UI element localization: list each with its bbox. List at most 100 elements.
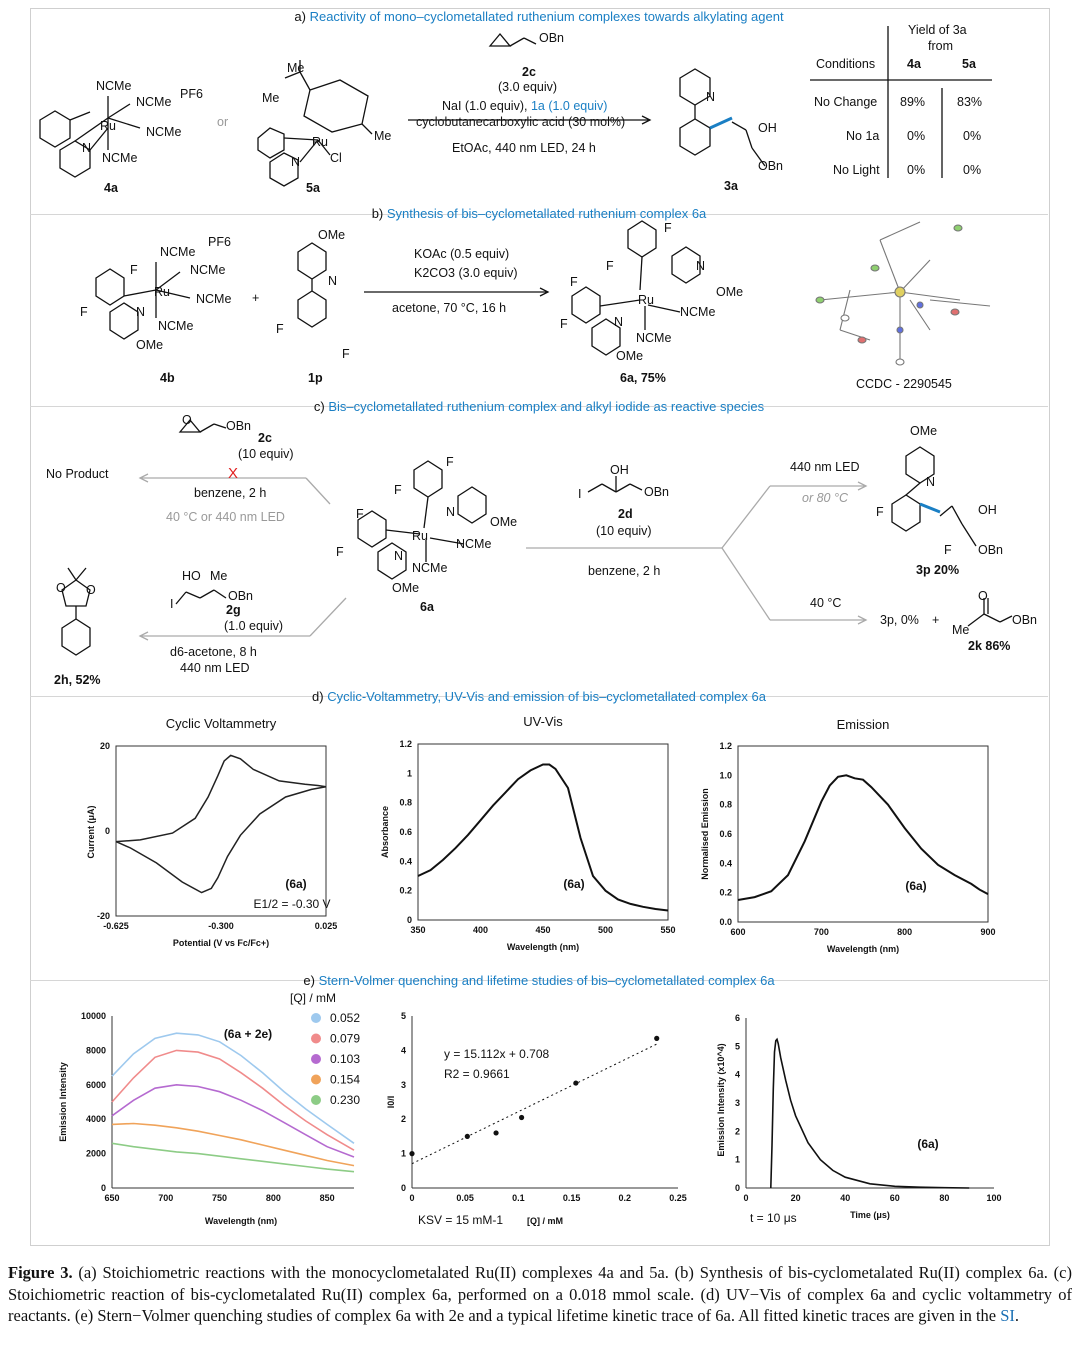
y-tick-label: 0.6 bbox=[399, 827, 412, 837]
svg-text:3p 20%: 3p 20% bbox=[916, 563, 959, 577]
svg-text:NCMe: NCMe bbox=[96, 79, 131, 93]
sv-series-0.052 bbox=[111, 1032, 355, 1144]
svg-text:2c: 2c bbox=[522, 65, 536, 79]
svg-text:5a: 5a bbox=[962, 57, 977, 71]
svg-text:or 80 °C: or 80 °C bbox=[802, 491, 849, 505]
y-tick-label: 0.8 bbox=[399, 798, 412, 808]
y-tick-label: 0 bbox=[105, 826, 110, 836]
y-tick-label: 1 bbox=[401, 1149, 406, 1159]
si-link[interactable]: SI bbox=[1000, 1306, 1015, 1325]
svg-text:Me: Me bbox=[952, 623, 969, 637]
svg-text:F: F bbox=[560, 317, 568, 331]
plot-frame bbox=[417, 743, 669, 921]
svg-text:OH: OH bbox=[610, 463, 629, 477]
panel-c-labels: OBn O 2c (10 equiv) No Product X benzene… bbox=[46, 413, 1037, 687]
em-compound: (6a) bbox=[905, 879, 926, 893]
divider-bc bbox=[30, 406, 1048, 407]
legend-marker bbox=[311, 1074, 321, 1085]
legend-marker bbox=[311, 1095, 321, 1105]
svg-text:40 °C: 40 °C bbox=[810, 596, 841, 610]
x-tick-label: 80 bbox=[939, 1193, 949, 1203]
x-tick-label: 0.05 bbox=[456, 1193, 474, 1203]
svg-text:(3.0 equiv): (3.0 equiv) bbox=[498, 80, 557, 94]
legend-label: 0.103 bbox=[330, 1052, 360, 1066]
legend-label: 0.079 bbox=[330, 1032, 360, 1046]
x-tick-label: 0.25 bbox=[669, 1193, 687, 1203]
svg-text:N: N bbox=[614, 315, 623, 329]
svg-text:Ru: Ru bbox=[154, 285, 170, 299]
svg-text:440 nm LED: 440 nm LED bbox=[180, 661, 249, 675]
svg-text:OBn: OBn bbox=[228, 589, 253, 603]
y-tick-label: 20 bbox=[100, 741, 110, 751]
x-tick-label: 800 bbox=[266, 1193, 281, 1203]
x-tick-label: 0.15 bbox=[563, 1193, 581, 1203]
cv-title: Cyclic Voltammetry bbox=[166, 716, 277, 731]
svg-text:N: N bbox=[696, 259, 705, 273]
svg-text:NCMe: NCMe bbox=[196, 292, 231, 306]
uv-ylabel: Absorbance bbox=[380, 806, 390, 858]
svg-text:NCMe: NCMe bbox=[158, 319, 193, 333]
svg-text:0%: 0% bbox=[907, 163, 925, 177]
svg-text:NCMe: NCMe bbox=[190, 263, 225, 277]
scheme-drawing: NCMe NCMe PF6 Ru NCMe NCMe N 4a or Me Me… bbox=[39, 23, 1037, 1227]
svg-text:(1.0 equiv): (1.0 equiv) bbox=[224, 619, 283, 633]
svg-text:2g: 2g bbox=[226, 603, 241, 617]
data-point bbox=[573, 1080, 579, 1086]
sv-series-0.230 bbox=[111, 1142, 355, 1173]
svg-text:0%: 0% bbox=[963, 129, 981, 143]
y-tick-label: 2 bbox=[401, 1114, 406, 1124]
svg-text:NaI (1.0 equiv), 1a (1.0 equiv: NaI (1.0 equiv), 1a (1.0 equiv) bbox=[442, 99, 607, 113]
x-tick-label: 500 bbox=[598, 925, 613, 935]
divider-de bbox=[30, 980, 1048, 981]
svplot-xlabel: [Q] / mM bbox=[527, 1216, 563, 1226]
y-tick-label: 0.0 bbox=[719, 917, 732, 927]
y-tick-label: 0.4 bbox=[399, 856, 412, 866]
y-tick-label: 2000 bbox=[86, 1149, 106, 1159]
uv-xlabel: Wavelength (nm) bbox=[507, 942, 579, 952]
svg-text:EtOAc, 440 nm LED, 24 h: EtOAc, 440 nm LED, 24 h bbox=[452, 141, 596, 155]
svg-text:(10 equiv): (10 equiv) bbox=[596, 524, 652, 538]
svg-text:N: N bbox=[82, 141, 91, 155]
svg-text:NCMe: NCMe bbox=[636, 331, 671, 345]
svg-text:2c: 2c bbox=[258, 431, 272, 445]
svg-text:F: F bbox=[570, 275, 578, 289]
svg-text:benzene, 2 h: benzene, 2 h bbox=[588, 564, 660, 578]
fit-r2: R2 = 0.9661 bbox=[444, 1067, 510, 1081]
legend-marker bbox=[311, 1013, 321, 1023]
y-tick-label: 1.0 bbox=[719, 770, 732, 780]
svg-text:83%: 83% bbox=[957, 95, 982, 109]
x-tick-label: 100 bbox=[986, 1193, 1001, 1203]
cv-ylabel: Current (μA) bbox=[86, 805, 96, 858]
x-tick-label: 900 bbox=[980, 927, 995, 937]
legend-label: 0.052 bbox=[330, 1011, 360, 1025]
complex-4a bbox=[39, 96, 141, 178]
svg-text:Me: Me bbox=[374, 129, 391, 143]
svg-text:NCMe: NCMe bbox=[680, 305, 715, 319]
svg-text:Me: Me bbox=[210, 569, 227, 583]
x-tick-label: 600 bbox=[730, 927, 745, 937]
section-c-title: c) Bis–cyclometallated ruthenium complex… bbox=[313, 399, 765, 414]
svg-text:OMe: OMe bbox=[716, 285, 743, 299]
y-tick-label: 1 bbox=[735, 1155, 740, 1165]
svg-text:from: from bbox=[928, 39, 953, 53]
lifetime-compound: (6a) bbox=[917, 1137, 938, 1151]
fit-equation: y = 15.112x + 0.708 bbox=[444, 1047, 550, 1061]
svg-text:KOAc (0.5 equiv): KOAc (0.5 equiv) bbox=[414, 247, 509, 261]
complex-5a bbox=[257, 60, 373, 187]
svg-text:1p: 1p bbox=[308, 371, 323, 385]
cv-xlabel: Potential (V vs Fc/Fc+) bbox=[173, 938, 269, 948]
svg-text:OBn: OBn bbox=[978, 543, 1003, 557]
x-tick-label: 0.1 bbox=[512, 1193, 525, 1203]
ksv-value: KSV = 15 mM-1 bbox=[418, 1213, 503, 1227]
svg-text:NCMe: NCMe bbox=[146, 125, 181, 139]
x-tick-label: -0.625 bbox=[103, 921, 129, 931]
svg-text:Me: Me bbox=[262, 91, 279, 105]
y-tick-label: 8000 bbox=[86, 1045, 106, 1055]
svg-text:No Change: No Change bbox=[814, 95, 877, 109]
x-tick-label: 850 bbox=[320, 1193, 335, 1203]
divider-cd bbox=[30, 696, 1048, 697]
y-tick-label: 1.2 bbox=[399, 739, 412, 749]
svg-text:PF6: PF6 bbox=[208, 235, 231, 249]
